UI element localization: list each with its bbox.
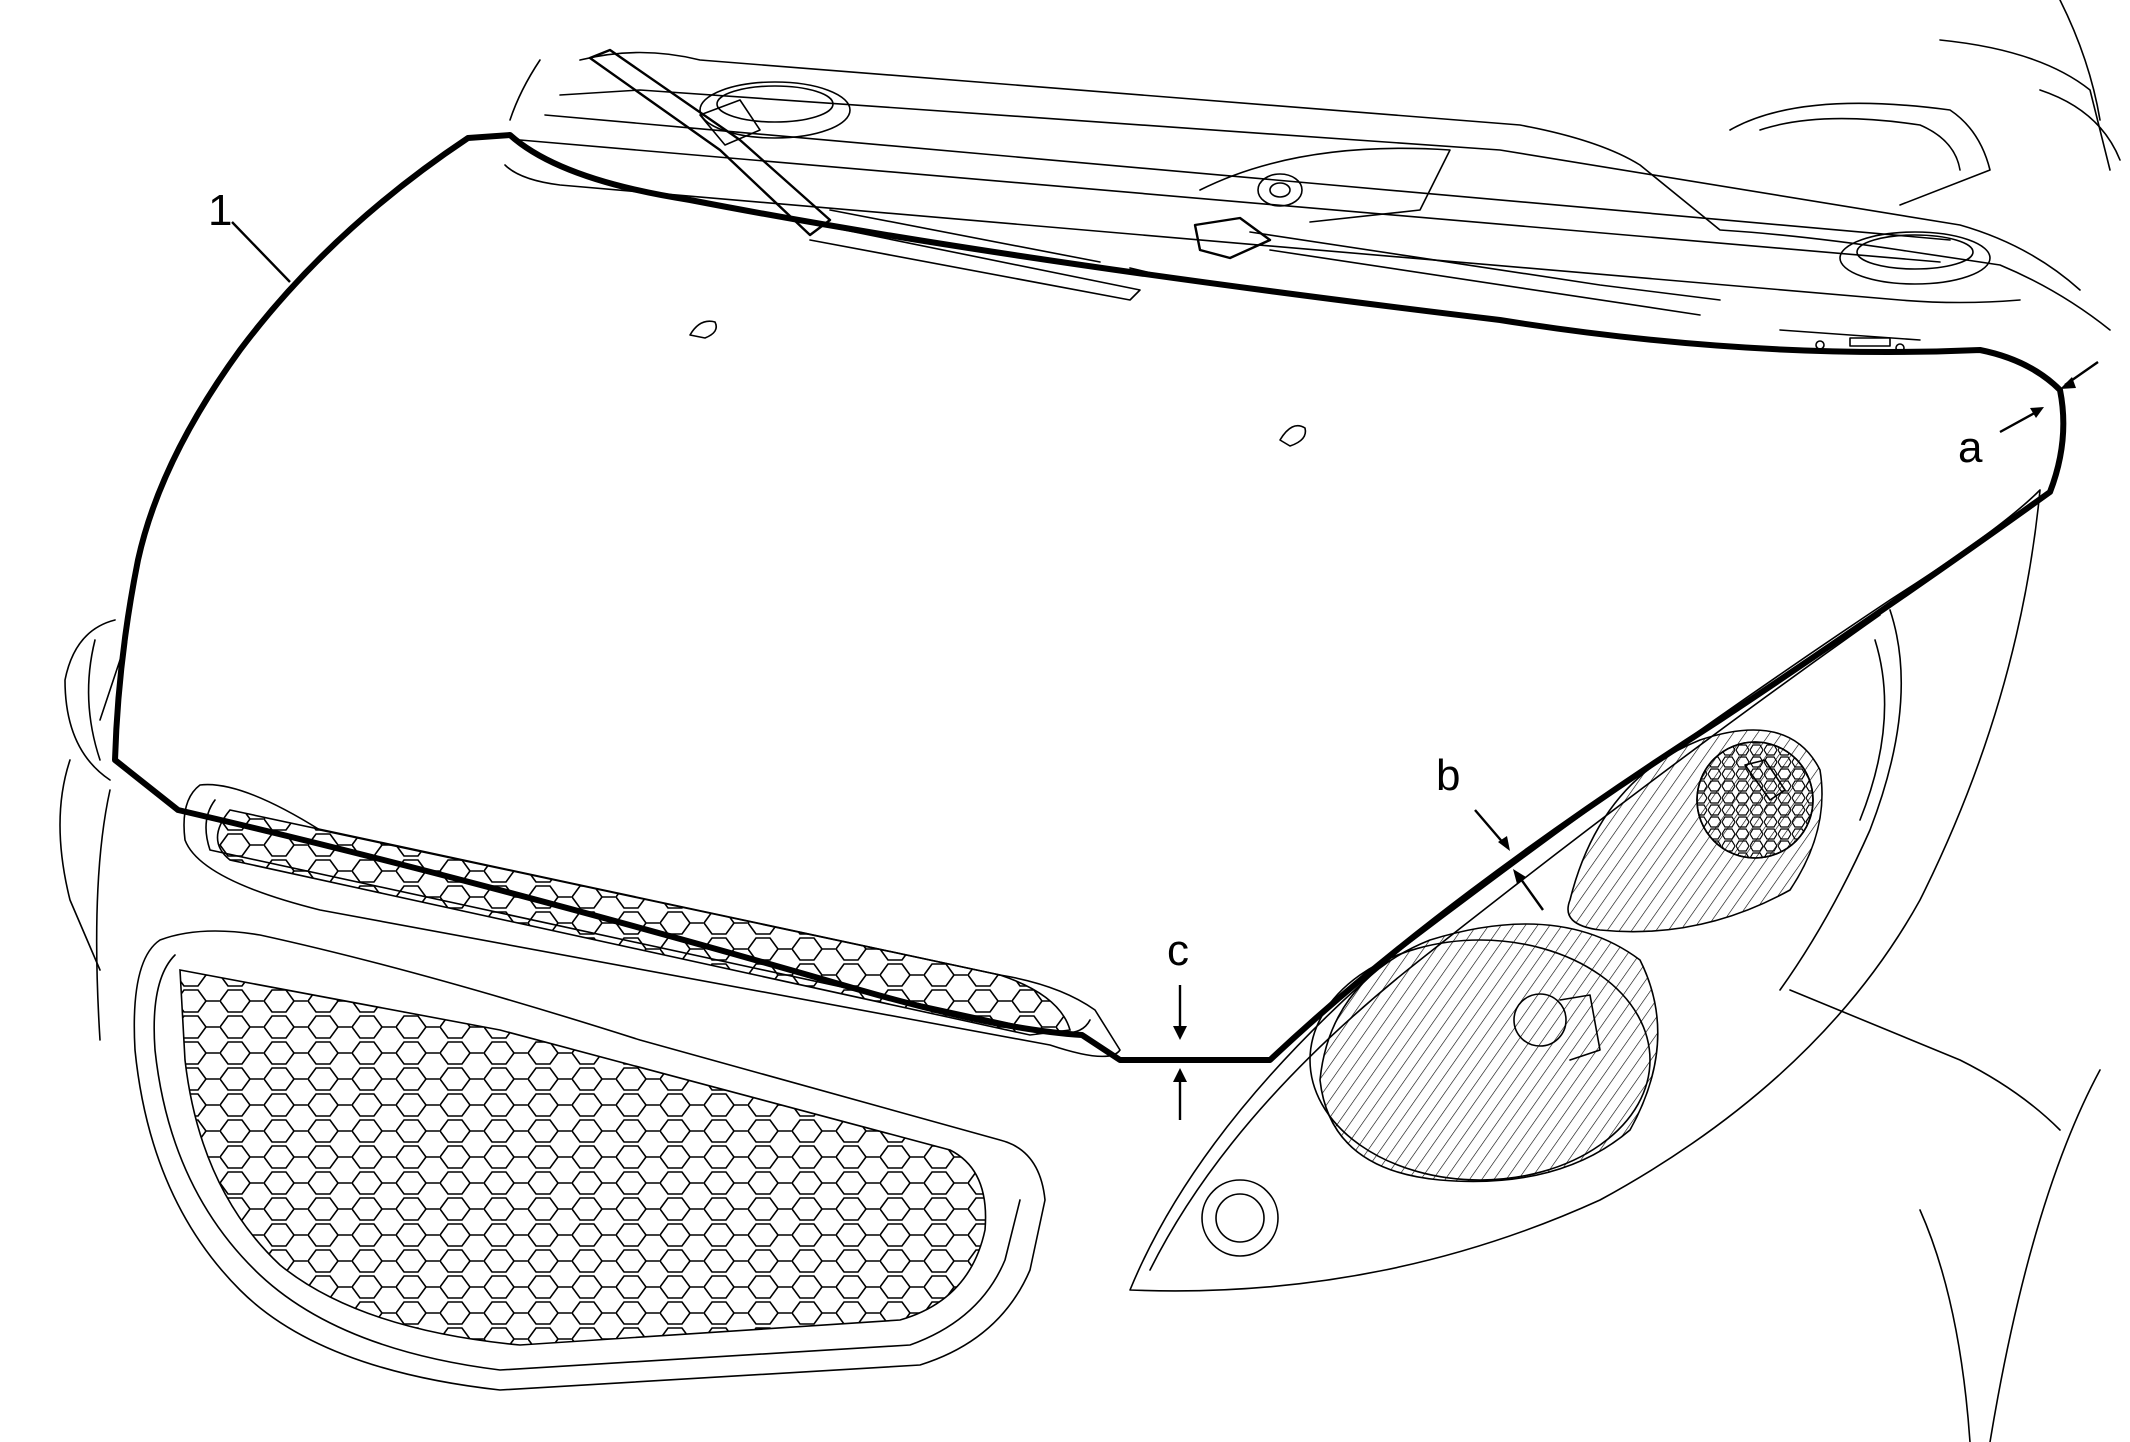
wiper-left bbox=[588, 48, 1141, 301]
left-fender bbox=[59, 619, 121, 1041]
hood-hole-2 bbox=[1279, 424, 1307, 447]
callout-label-1: 1 bbox=[208, 186, 232, 235]
cowl-details bbox=[699, 81, 1991, 353]
right-fender bbox=[1789, 989, 2101, 1442]
windshield-cowl bbox=[504, 0, 2121, 331]
upper-grille bbox=[183, 783, 1121, 1058]
leader-line-1 bbox=[231, 221, 291, 283]
hood-outline bbox=[112, 132, 2067, 1063]
gap-b-label: b bbox=[1436, 751, 1460, 800]
gap-c-marker bbox=[1173, 985, 1187, 1120]
gap-a-label: a bbox=[1958, 423, 1983, 472]
gap-b-marker bbox=[1474, 809, 1544, 911]
right-headlamp bbox=[1129, 489, 2041, 1292]
gap-a-marker bbox=[1999, 361, 2099, 434]
wiper-right bbox=[1129, 216, 1721, 316]
gap-c-label: c bbox=[1167, 926, 1189, 975]
lower-grille bbox=[133, 930, 1046, 1391]
hood-hole-1 bbox=[689, 320, 718, 339]
